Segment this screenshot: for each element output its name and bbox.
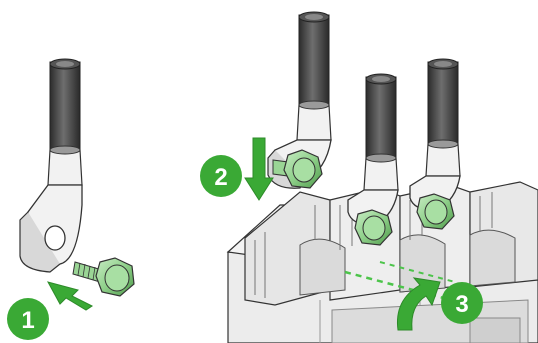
step-number-3: 3 xyxy=(455,291,468,318)
step-number-2: 2 xyxy=(214,164,227,191)
terminal-screw-1 xyxy=(73,258,134,296)
step-badge-2: 2 xyxy=(200,155,242,197)
step-badge-1: 1 xyxy=(7,298,49,340)
loose-cable-lug xyxy=(20,59,82,272)
step-number-1: 1 xyxy=(21,307,34,334)
cable-lug-installed-1 xyxy=(348,74,398,225)
step-badge-3: 3 xyxy=(441,282,483,324)
insert-arrow-icon xyxy=(48,282,92,310)
cable-lug-installed-2 xyxy=(410,59,460,210)
